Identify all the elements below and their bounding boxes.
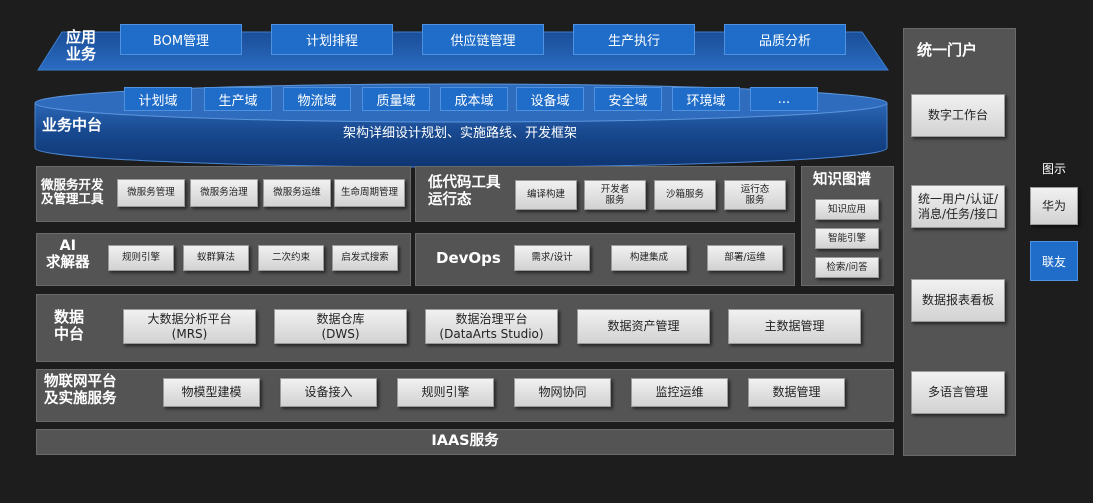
runtime-service-button[interactable]: 运行态 服务	[724, 180, 786, 210]
app-layer-label: 应用 业务	[66, 28, 97, 64]
sandbox-service-button[interactable]: 沙箱服务	[654, 180, 716, 210]
iaas-panel	[36, 429, 894, 455]
ai-label: AI 求解器	[46, 238, 90, 271]
microservice-govern-button[interactable]: 微服务治理	[190, 179, 258, 207]
domain-environment[interactable]: 环境域	[672, 87, 740, 111]
domain-production[interactable]: 生产域	[204, 87, 272, 111]
digital-workbench-button[interactable]: 数字工作台	[911, 94, 1005, 137]
iot-label: 物联网平台 及实施服务	[44, 374, 117, 407]
search-qa-button[interactable]: 检索/问答	[815, 257, 879, 278]
lowcode-label: 低代码工具 运行态	[428, 175, 501, 208]
dataarts-button[interactable]: 数据治理平台 (DataArts Studio)	[425, 309, 558, 344]
dws-button[interactable]: 数据仓库 (DWS)	[274, 309, 407, 344]
domain-safety[interactable]: 安全域	[594, 87, 662, 111]
ant-colony-button[interactable]: 蚁群算法	[183, 245, 249, 271]
quadratic-constraint-button[interactable]: 二次约束	[258, 245, 324, 271]
data-platform-label: 数据 中台	[54, 308, 85, 344]
unified-user-auth-button[interactable]: 统一用户/认证/ 消息/任务/接口	[911, 185, 1005, 228]
smart-engine-button[interactable]: 智能引擎	[815, 228, 879, 249]
business-platform-label: 业务中台	[42, 116, 103, 134]
compile-build-button[interactable]: 编译构建	[515, 180, 577, 210]
portal-label: 统一门户	[917, 41, 978, 59]
monitor-ops-button[interactable]: 监控运维	[631, 378, 728, 407]
app-item-supply-chain[interactable]: 供应链管理	[422, 24, 544, 55]
domain-more[interactable]: ...	[750, 87, 818, 111]
legend-lianyou: 联友	[1030, 241, 1078, 281]
requirement-design-button[interactable]: 需求/设计	[514, 245, 590, 271]
domain-logistics[interactable]: 物流域	[283, 87, 351, 111]
iot-data-manage-button[interactable]: 数据管理	[748, 378, 845, 407]
thing-model-button[interactable]: 物模型建模	[163, 378, 260, 407]
microservice-manage-button[interactable]: 微服务管理	[117, 179, 185, 207]
iaas-label: IAAS服务	[431, 433, 499, 449]
legend-title: 图示	[1041, 162, 1066, 176]
app-item-bom[interactable]: BOM管理	[120, 24, 242, 55]
app-item-production[interactable]: 生产执行	[573, 24, 695, 55]
lifecycle-manage-button[interactable]: 生命周期管理	[334, 179, 405, 207]
business-platform-subtitle: 架构详细设计规划、实施路线、开发框架	[342, 126, 577, 141]
heuristic-search-button[interactable]: 启发式搜索	[332, 245, 398, 271]
build-integration-button[interactable]: 构建集成	[611, 245, 687, 271]
knowledge-label: 知识图谱	[813, 172, 871, 188]
rule-engine-button[interactable]: 规则引擎	[108, 245, 174, 271]
iot-rule-engine-button[interactable]: 规则引擎	[397, 378, 494, 407]
app-item-quality[interactable]: 品质分析	[724, 24, 846, 55]
multi-language-button[interactable]: 多语言管理	[911, 371, 1005, 414]
developer-service-button[interactable]: 开发者 服务	[584, 180, 646, 210]
deploy-ops-button[interactable]: 部署/运维	[707, 245, 783, 271]
master-data-button[interactable]: 主数据管理	[728, 309, 861, 344]
report-dashboard-button[interactable]: 数据报表看板	[911, 279, 1005, 322]
domain-cost[interactable]: 成本域	[440, 87, 508, 111]
iot-collab-button[interactable]: 物网协同	[514, 378, 611, 407]
app-item-planning[interactable]: 计划排程	[271, 24, 393, 55]
microservice-ops-button[interactable]: 微服务运维	[263, 179, 331, 207]
device-access-button[interactable]: 设备接入	[280, 378, 377, 407]
devops-label: DevOps	[436, 249, 501, 267]
microservice-label: 微服务开发 及管理工具	[41, 177, 104, 207]
domain-equipment[interactable]: 设备域	[516, 87, 584, 111]
knowledge-app-button[interactable]: 知识应用	[815, 199, 879, 220]
data-asset-button[interactable]: 数据资产管理	[577, 309, 710, 344]
domain-quality[interactable]: 质量域	[362, 87, 430, 111]
legend-huawei: 华为	[1030, 187, 1078, 225]
domain-plan[interactable]: 计划域	[124, 87, 192, 111]
mrs-button[interactable]: 大数据分析平台 (MRS)	[123, 309, 256, 344]
